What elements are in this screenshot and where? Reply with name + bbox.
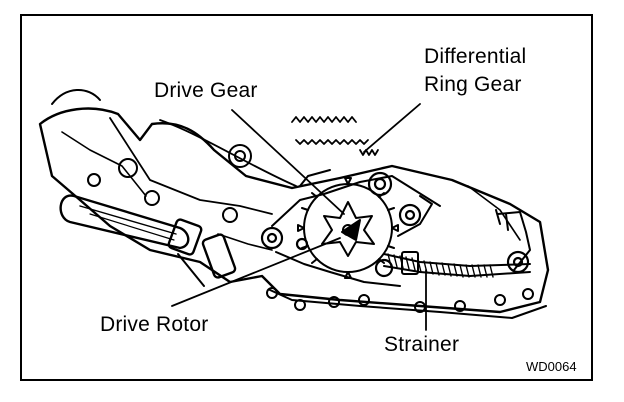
label-drive-gear: Drive Gear [154,79,258,102]
leader-differential-ring-gear [363,103,421,153]
leader-drive-rotor [171,237,341,307]
label-strainer: Strainer [384,333,460,356]
label-drive-rotor: Drive Rotor [100,313,209,336]
pump-body [271,169,531,287]
label-differential-line2: Ring Gear [424,73,522,96]
label-differential-line1: Differential [424,45,527,68]
differential-ring-gear [291,116,379,156]
filler-tube [59,194,237,287]
case-bolt-holes [87,144,534,313]
strainer [383,251,531,278]
leader-drive-gear [231,109,345,215]
figure-code: WD0064 [526,359,577,374]
leader-lines [171,103,427,331]
drive-rotor [321,201,375,257]
transmission-case-outline [38,89,550,319]
pump-bolts [260,171,530,278]
